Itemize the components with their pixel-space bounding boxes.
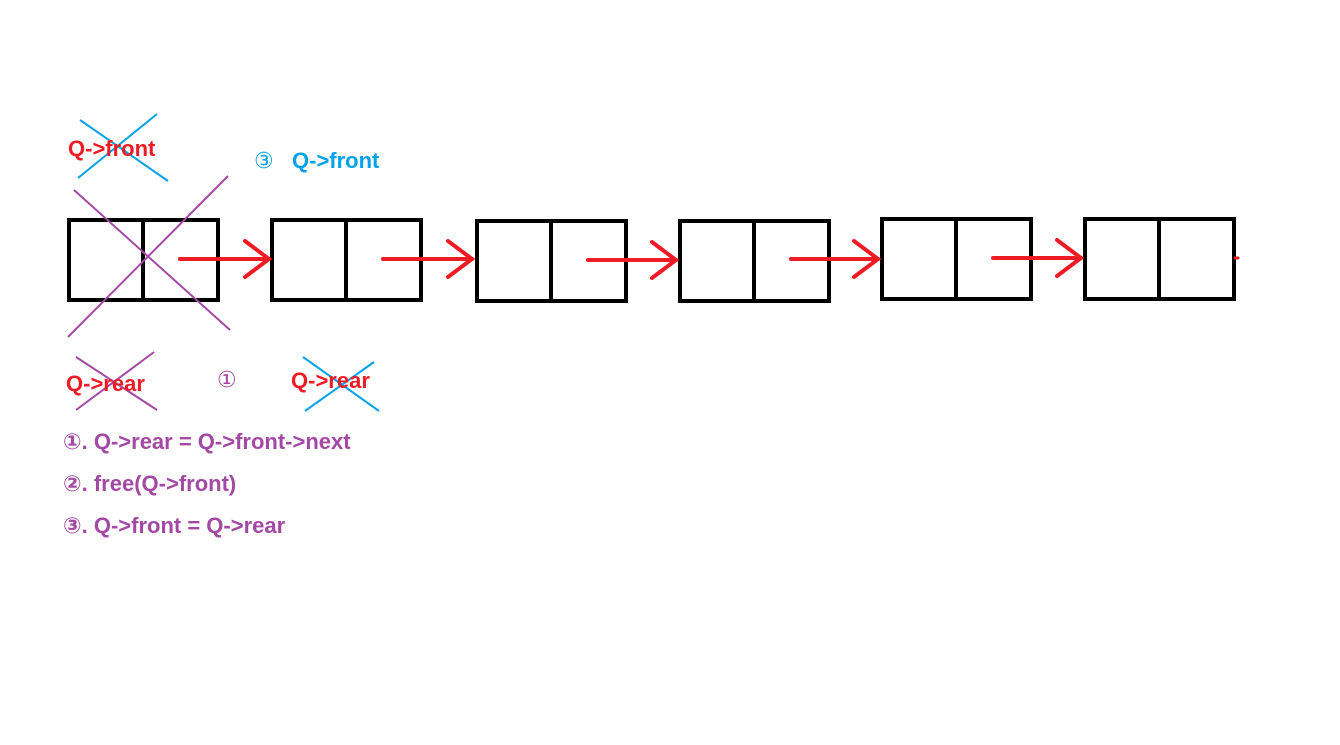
removed-node-cross [67,175,231,338]
old-rear-label: Q->rear [66,371,145,396]
old-front-cross [77,113,169,182]
new-front-step-marker: ③ [254,148,274,173]
mid-rear-cross [302,356,380,412]
step-1-text: ①. Q->rear = Q->front->next [63,429,351,454]
next-arrow-5 [991,238,1085,278]
next-arrow-2 [381,239,476,279]
step-2-text: ②. free(Q->front) [63,471,237,496]
step1-marker: ① [217,367,237,392]
old-front-label: Q->front [68,136,156,161]
queue-node-6 [1083,217,1236,301]
new-front-label: Q->front [292,148,380,173]
next-arrow-3 [586,240,680,280]
next-arrow-4 [789,239,882,279]
old-rear-cross [75,351,158,411]
next-arrow-1 [178,239,273,279]
mid-rear-label: Q->rear [291,368,370,393]
step-3-text: ③. Q->front = Q->rear [63,513,286,538]
